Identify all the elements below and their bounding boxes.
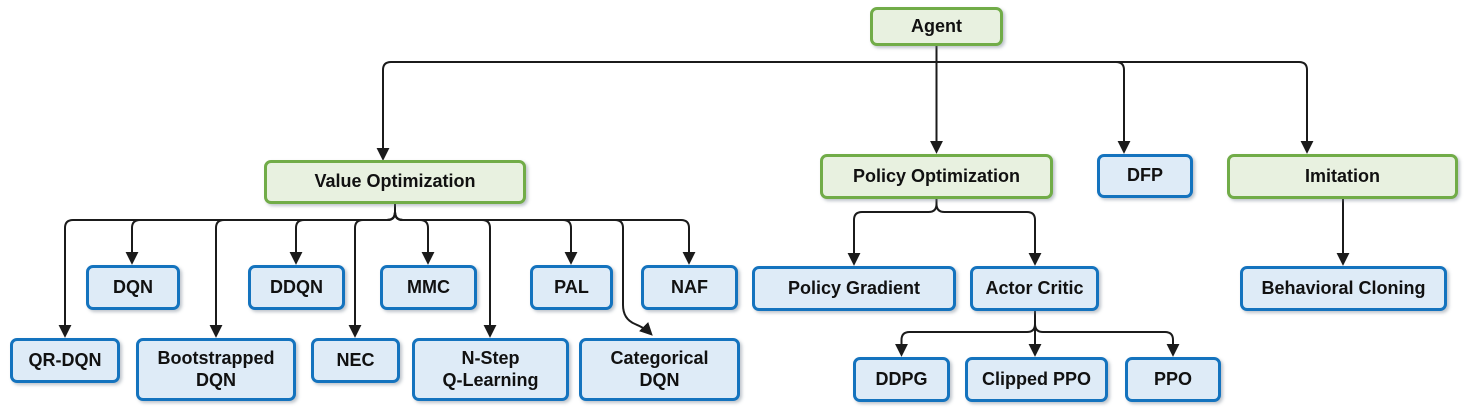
edge-po-actor-critic	[935, 199, 1042, 266]
edge-vo-pal	[394, 204, 578, 265]
node-pal: PAL	[530, 265, 613, 310]
edge-ac-ddpg	[895, 311, 1036, 357]
node-bootstrapped-dqn: Bootstrapped DQN	[136, 338, 296, 401]
node-mmc: MMC	[380, 265, 477, 310]
node-dfp: DFP	[1097, 154, 1193, 198]
edge-agent-value-optimization	[376, 46, 938, 161]
node-dqn: DQN	[86, 265, 180, 310]
edge-po-policy-gradient	[847, 199, 938, 266]
node-qr-dqn: QR-DQN	[10, 338, 120, 383]
node-categorical-dqn: Categorical DQN	[579, 338, 740, 401]
node-ppo: PPO	[1125, 357, 1221, 402]
node-policy-gradient: Policy Gradient	[752, 266, 956, 311]
node-n-step-q-learning: N-Step Q-Learning	[412, 338, 569, 401]
node-behavioral-cloning: Behavioral Cloning	[1240, 266, 1447, 311]
node-policy-optimization: Policy Optimization	[820, 154, 1053, 199]
node-value-optimization: Value Optimization	[264, 160, 526, 204]
edge-vo-ddqn	[289, 204, 396, 265]
node-imitation: Imitation	[1227, 154, 1458, 199]
node-actor-critic: Actor Critic	[970, 266, 1099, 311]
node-naf: NAF	[641, 265, 738, 310]
edge-vo-categorical-dqn	[394, 204, 653, 336]
node-ddqn: DDQN	[248, 265, 345, 310]
edge-vo-naf	[394, 204, 696, 265]
node-nec: NEC	[311, 338, 400, 383]
node-ddpg: DDPG	[853, 357, 950, 402]
node-agent: Agent	[870, 7, 1003, 46]
edge-agent-imitation	[935, 46, 1314, 154]
edge-vo-mmc	[394, 204, 435, 265]
edge-ac-ppo	[1034, 311, 1180, 357]
node-clipped-ppo: Clipped PPO	[965, 357, 1108, 402]
